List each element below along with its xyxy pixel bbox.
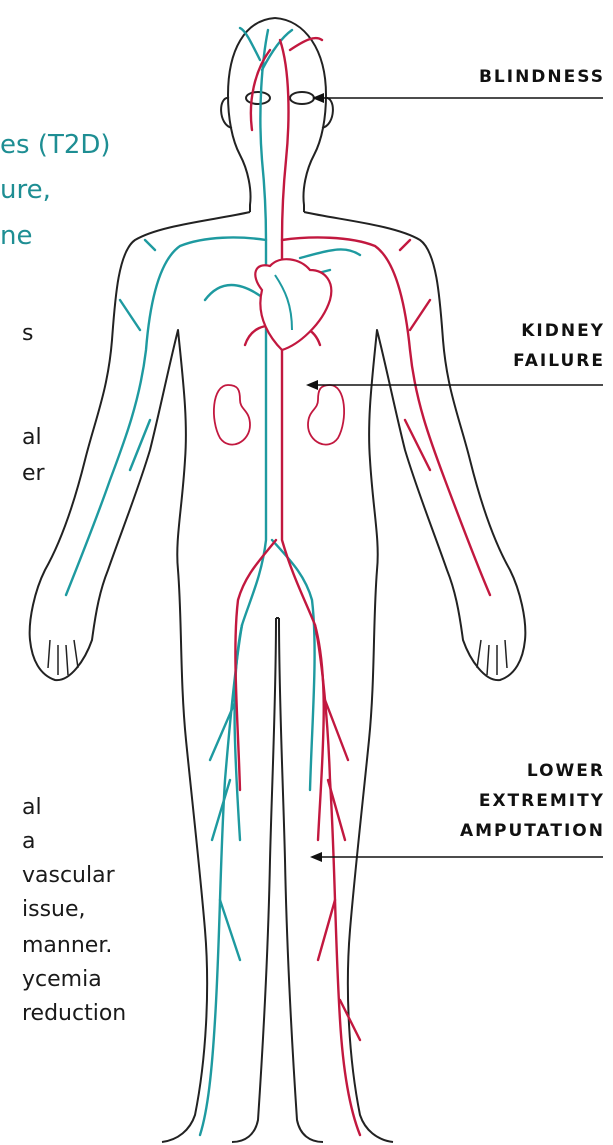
callout-arrowheads [306,93,324,862]
left-kidney [214,385,250,445]
callout-kidney-line1: KIDNEY [521,318,605,344]
callout-blindness: BLINDNESS [479,64,605,90]
right-kidney [308,385,344,445]
body-outline [30,18,526,1142]
callout-lines [315,98,603,857]
callout-amputation-line1: LOWER [527,758,605,784]
callout-kidney-line2: FAILURE [513,348,605,374]
vein-network [66,28,360,1135]
callout-amputation-line3: AMPUTATION [460,818,605,844]
callout-amputation-line2: EXTREMITY [479,788,605,814]
